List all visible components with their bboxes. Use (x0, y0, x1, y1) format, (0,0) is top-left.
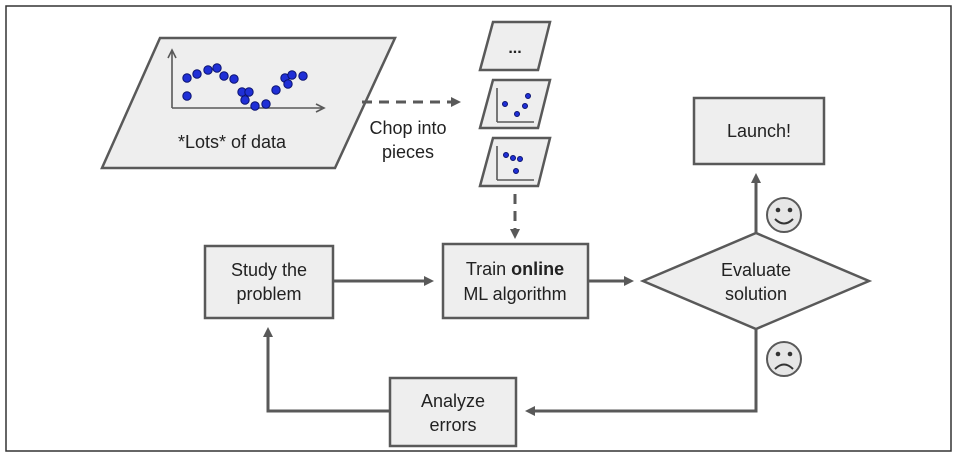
analyze-label-line2: errors (429, 415, 476, 435)
mini-axes-icon (496, 88, 534, 123)
chop-label-line2: pieces (382, 142, 434, 162)
chunk-point (503, 152, 509, 158)
mini-axes-icon (496, 146, 534, 181)
train-label-line2: ML algorithm (463, 284, 566, 304)
chop-label-line1: Chop into (369, 118, 446, 138)
scatter-point (271, 85, 281, 95)
chunk-parallelogram (478, 136, 552, 188)
chunk-point (525, 93, 531, 99)
scatter-plot-icon (167, 48, 326, 113)
study-problem-box: Study the problem (203, 244, 335, 320)
chunk-point (517, 156, 523, 162)
scatter-point (212, 63, 222, 73)
scatter-point (192, 69, 202, 79)
evaluate-solution-diamond: Evaluate solution (639, 231, 873, 331)
evaluate-diamond (639, 231, 873, 331)
dataset-block: *Lots* of data (100, 36, 397, 170)
launch-box: Launch! (692, 96, 826, 166)
chunk-parallelogram (478, 20, 552, 72)
frame (5, 5, 952, 452)
evaluate-to-analyze-arrow (525, 329, 758, 416)
chunk-point (514, 111, 520, 117)
scatter-point (240, 95, 250, 105)
chunk-point (513, 168, 519, 174)
analyze-to-study-arrow (263, 327, 390, 413)
study-label-line1: Study the (231, 260, 307, 280)
scatter-point (182, 91, 192, 101)
analyze-rect (388, 376, 518, 448)
train-online-box: Train online ML algorithm (441, 242, 590, 320)
dataset-label: *Lots* of data (178, 132, 287, 152)
scatter-point (219, 71, 229, 81)
chunk-ellipsis-label: ... (508, 40, 521, 57)
chunk-point (510, 155, 516, 161)
chunk-point (502, 101, 508, 107)
analyze-errors-box: Analyze errors (388, 376, 518, 448)
chunk-point (522, 103, 528, 109)
train-label-line1: Train online (466, 259, 564, 279)
smiley-sad-icon (766, 341, 802, 377)
scatter-point (298, 71, 308, 81)
data-chunk-ellipsis: ... (478, 20, 552, 72)
scatter-point (283, 79, 293, 89)
data-chunk-2 (478, 136, 552, 188)
evaluate-label-line2: solution (725, 284, 787, 304)
chunk-parallelogram (478, 78, 552, 130)
scatter-point (182, 73, 192, 83)
scatter-point (287, 70, 297, 80)
scatter-point (203, 65, 213, 75)
smiley-happy-icon (766, 197, 802, 233)
train-rect (441, 242, 590, 320)
data-chunk-1 (478, 78, 552, 130)
launch-label: Launch! (727, 121, 791, 141)
scatter-point (250, 101, 260, 111)
study-rect (203, 244, 335, 320)
scatter-point (261, 99, 271, 109)
launch-rect (692, 96, 826, 166)
analyze-label-line1: Analyze (421, 391, 485, 411)
scatter-point (244, 87, 254, 97)
scatter-point (229, 74, 239, 84)
study-label-line2: problem (236, 284, 301, 304)
evaluate-label-line1: Evaluate (721, 260, 791, 280)
